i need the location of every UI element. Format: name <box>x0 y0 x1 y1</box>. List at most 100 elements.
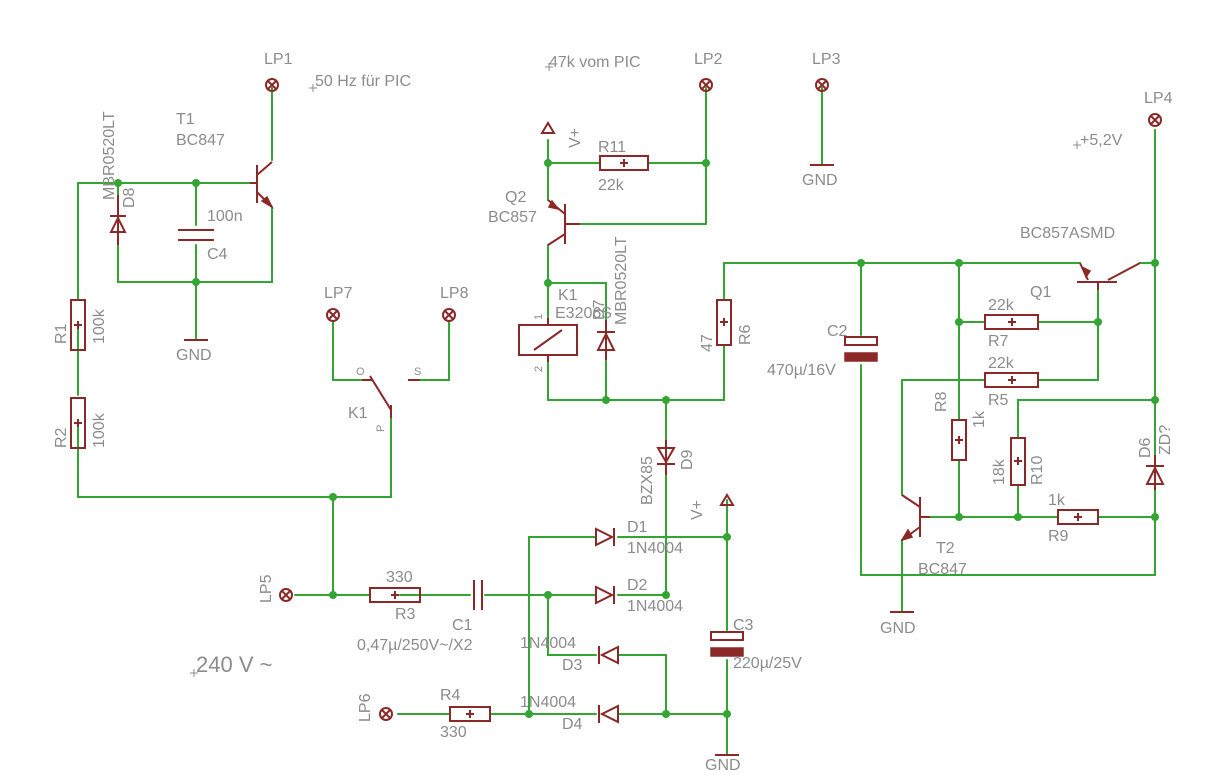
c3-name: C3 <box>733 617 754 634</box>
capacitor-c2[interactable]: C2 470µ/16V <box>767 323 878 379</box>
t1-value: BC847 <box>176 132 225 149</box>
c4-value: 100n <box>207 208 243 225</box>
c2-value: 470µ/16V <box>767 362 836 379</box>
d2-name: D2 <box>627 577 648 594</box>
r3-value: 330 <box>386 569 413 586</box>
capacitor-c3[interactable]: C3 220µ/25V <box>710 617 802 672</box>
diode-d7[interactable]: MBR0520LT D7 <box>591 236 630 360</box>
r1-value: 100k <box>91 308 108 344</box>
q1-value: BC857ASMD <box>1020 225 1115 242</box>
c1-name: C1 <box>452 617 473 634</box>
diode-d8[interactable]: MBR0520LT D8 <box>101 111 138 245</box>
d3-name: D3 <box>562 657 583 674</box>
note-mains: 240 V ~ <box>190 652 272 677</box>
testpoint-lp7[interactable]: LP7 <box>324 285 353 322</box>
transistor-q2[interactable]: Q2 BC857 <box>488 189 580 246</box>
d6-value: ZD? <box>1157 425 1174 455</box>
r9-name: R9 <box>1048 528 1069 545</box>
relay-contact-k1[interactable]: O S P K1 <box>348 366 421 432</box>
note-pic50: 50 Hz für PIC <box>309 73 411 92</box>
resistor-r9[interactable]: 1k R9 <box>1048 492 1099 545</box>
d3-value: 1N4004 <box>520 635 576 652</box>
t1-name: T1 <box>176 111 195 128</box>
c3-value: 220µ/25V <box>733 655 802 672</box>
transistor-t1[interactable]: T1 BC847 <box>176 111 274 209</box>
gnd-symbol-lp3: GND <box>802 164 838 189</box>
resistor-r5[interactable]: 22k R5 <box>984 355 1039 409</box>
k1-value: E3206S <box>555 305 612 322</box>
resistor-r3[interactable]: 330 R3 <box>369 569 421 623</box>
q1-name: Q1 <box>1030 284 1051 301</box>
relay-coil-k1[interactable]: 1 2 K1 E3206S <box>518 287 612 372</box>
diode-d3[interactable]: 1N4004 D3 <box>520 635 619 674</box>
r3-name: R3 <box>395 606 416 623</box>
r10-value: 18k <box>991 458 1008 485</box>
zener-d6[interactable]: D6 ZD? <box>1137 425 1174 490</box>
testpoint-lp3[interactable]: LP3 <box>812 51 841 92</box>
r8-value: 1k <box>971 410 988 428</box>
note-pic47k-text: 47k vom PIC <box>549 54 641 71</box>
capacitor-c4[interactable]: 100n C4 <box>178 208 243 263</box>
resistor-r4[interactable]: R4 330 <box>440 687 491 741</box>
testpoint-lp5[interactable]: LP5 <box>258 574 293 603</box>
junction-dots <box>114 159 1159 718</box>
r5-value: 22k <box>988 355 1015 372</box>
d2-value: 1N4004 <box>627 598 683 615</box>
gnd-bridge-label: GND <box>705 757 741 774</box>
t2-value: BC847 <box>918 561 967 578</box>
k1-pin-1: 1 <box>533 314 545 320</box>
note-pic47k: 47k vom PIC <box>545 54 641 71</box>
transistor-t2[interactable]: T2 BC847 <box>900 494 967 578</box>
d7-value: MBR0520LT <box>613 236 630 325</box>
r4-value: 330 <box>440 724 467 741</box>
gnd-t1-label: GND <box>176 347 212 364</box>
testpoint-lp4-label: LP4 <box>1144 90 1173 107</box>
transistor-q1[interactable]: Q1 BC857ASMD <box>1020 225 1141 301</box>
testpoint-lp3-label: LP3 <box>812 51 841 68</box>
gnd-t2-label: GND <box>880 620 916 637</box>
d8-name: D8 <box>121 187 138 208</box>
r7-name: R7 <box>988 333 1009 350</box>
testpoint-lp8[interactable]: LP8 <box>440 285 469 322</box>
resistor-r10[interactable]: 18k R10 <box>991 437 1046 486</box>
testpoint-lp1-label: LP1 <box>264 51 293 68</box>
testpoint-lp4[interactable]: LP4 <box>1144 90 1173 127</box>
resistor-r6[interactable]: 47 R6 <box>699 299 754 352</box>
k1-pin-2: 2 <box>533 366 545 372</box>
resistor-r11[interactable]: R11 22k <box>598 139 649 194</box>
gnd-symbol-t1: GND <box>176 339 212 364</box>
c4-name: C4 <box>207 246 228 263</box>
d1-value: 1N4004 <box>627 540 683 557</box>
resistor-r8[interactable]: R8 1k <box>933 391 988 461</box>
diode-d1[interactable]: D1 1N4004 <box>595 519 683 557</box>
gnd-symbol-t2: GND <box>880 611 916 637</box>
testpoint-lp1[interactable]: LP1 <box>264 51 293 92</box>
testpoint-lp6-label: LP6 <box>357 693 374 722</box>
k1-contact-o: O <box>356 366 365 378</box>
vplus-bridge-label: V+ <box>689 500 706 520</box>
r7-value: 22k <box>988 297 1015 314</box>
testpoint-lp5-label: LP5 <box>258 574 275 603</box>
gnd-lp3-label: GND <box>802 172 838 189</box>
r6-value: 47 <box>699 334 716 352</box>
testpoint-lp6[interactable]: LP6 <box>357 693 393 722</box>
note-pic50-text: 50 Hz für PIC <box>315 73 411 90</box>
d8-value: MBR0520LT <box>101 111 118 200</box>
r10-name: R10 <box>1029 456 1046 485</box>
zener-d9[interactable]: BZX85 D9 <box>639 440 696 505</box>
r6-name: R6 <box>737 324 754 345</box>
resistor-r7[interactable]: 22k R7 <box>984 297 1039 350</box>
resistor-r2[interactable]: R2 100k <box>53 397 108 449</box>
diode-d2[interactable]: D2 1N4004 <box>595 577 683 615</box>
q2-value: BC857 <box>488 209 537 226</box>
gnd-symbol-bridge: GND <box>705 754 741 774</box>
diode-d4[interactable]: 1N4004 D4 <box>520 694 619 733</box>
resistor-r1[interactable]: R1 100k <box>53 299 108 351</box>
testpoint-lp8-label: LP8 <box>440 285 469 302</box>
r5-name: R5 <box>988 392 1009 409</box>
testpoint-lp2[interactable]: LP2 <box>694 51 723 92</box>
vplus-symbol-bridge: V+ <box>689 493 735 520</box>
capacitor-c1[interactable]: C1 0,47µ/250V~/X2 <box>357 580 483 654</box>
testpoint-lp7-label: LP7 <box>324 285 353 302</box>
